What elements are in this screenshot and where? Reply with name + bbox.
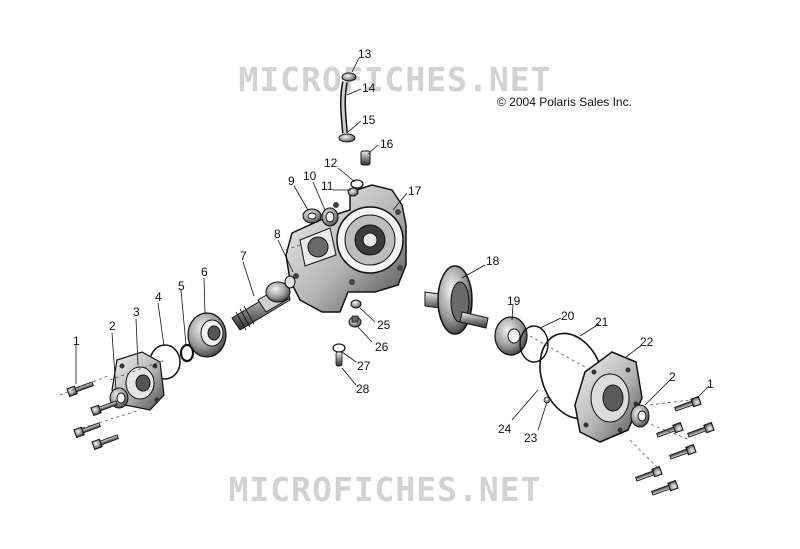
callout-12: 12 [324, 156, 338, 170]
callout-2-right: 2 [669, 370, 676, 384]
callout-7: 7 [240, 249, 247, 263]
callout-4: 4 [155, 290, 162, 304]
ring-gear [424, 265, 489, 335]
callout-13: 13 [358, 47, 372, 61]
callout-19: 19 [507, 294, 521, 308]
retaining-ring [179, 343, 195, 363]
callout-23: 23 [524, 431, 538, 445]
callout-16: 16 [380, 137, 394, 151]
explosion-lines [59, 244, 691, 471]
gearcase-housing [285, 184, 407, 313]
breather-tube-assembly [338, 72, 371, 166]
callout-28: 28 [356, 382, 370, 396]
callout-10: 10 [303, 169, 317, 183]
pinion-bearing [187, 312, 227, 358]
upper-seals [302, 179, 364, 227]
drain-plug-parts [332, 299, 362, 367]
callout-25: 25 [377, 318, 391, 332]
callout-8: 8 [274, 227, 281, 241]
o-ring-rear [519, 325, 549, 363]
leader-lines [75, 57, 710, 431]
callout-1-right: 1 [707, 377, 714, 391]
callout-2-left: 2 [109, 319, 116, 333]
callout-20: 20 [561, 309, 575, 323]
callout-15: 15 [362, 113, 376, 127]
callout-3: 3 [133, 305, 140, 319]
pinion-shaft [231, 275, 296, 331]
callout-24: 24 [498, 422, 512, 436]
callout-1-left: 1 [73, 334, 80, 348]
watermark-bottom: MICROFICHES.NET [228, 470, 541, 509]
callout-9: 9 [288, 174, 295, 188]
front-bolts [66, 381, 119, 451]
copyright-notice: © 2004 Polaris Sales Inc. [497, 95, 632, 109]
callout-21: 21 [595, 315, 609, 329]
thrust-spacer [494, 316, 528, 356]
callout-27: 27 [357, 359, 371, 373]
callout-22: 22 [640, 335, 654, 349]
callout-17: 17 [408, 184, 422, 198]
callout-14: 14 [362, 81, 376, 95]
callout-labels: 1 2 3 4 5 6 7 8 9 10 11 12 13 14 15 16 1… [73, 47, 714, 445]
rear-seal [630, 404, 650, 428]
callout-26: 26 [375, 340, 389, 354]
callout-18: 18 [486, 254, 500, 268]
watermark-top: MICROFICHES.NET [238, 60, 551, 99]
callout-11: 11 [321, 179, 334, 193]
callout-5: 5 [178, 279, 185, 293]
rear-bolts [635, 395, 715, 496]
rear-cover [574, 351, 643, 443]
callout-6: 6 [201, 265, 208, 279]
